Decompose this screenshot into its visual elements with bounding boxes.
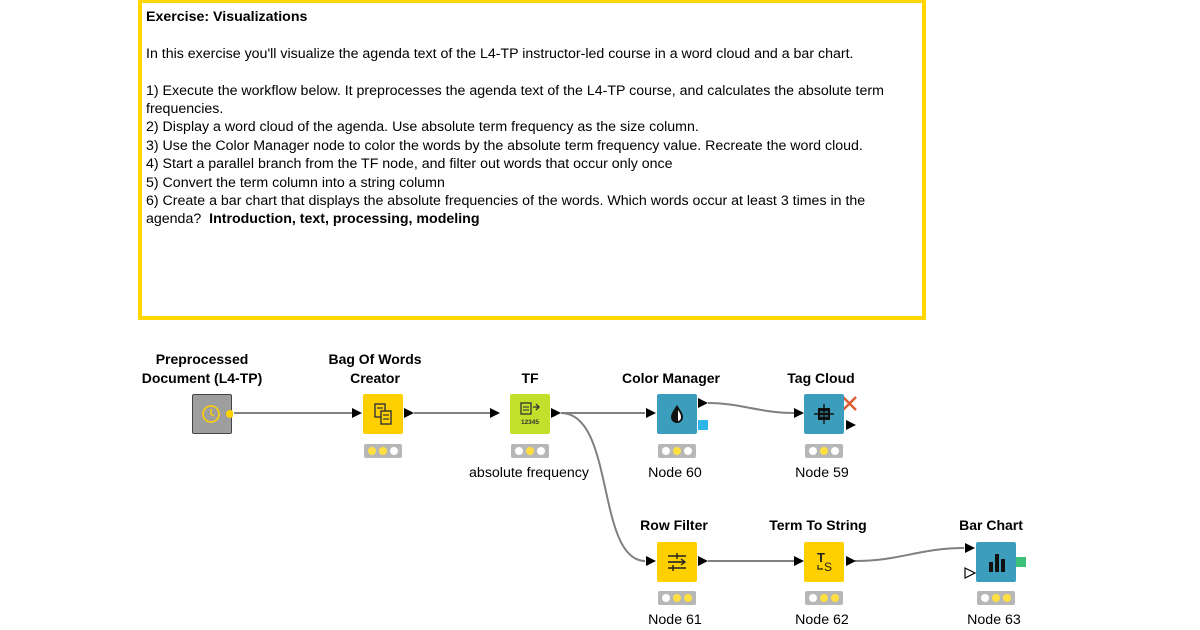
svg-text:S: S	[824, 560, 832, 574]
node-label-bar-chart[interactable]: Node 63	[967, 612, 1021, 628]
outport-colormanager	[698, 398, 708, 408]
node-status-bow	[364, 444, 402, 458]
outport-barchart-image	[1016, 557, 1026, 567]
node-label-tf[interactable]: absolute frequency	[469, 465, 589, 481]
annotation-answer: Introduction, text, processing, modeling	[209, 211, 480, 228]
inport-bow	[352, 408, 362, 418]
annotation-intro: In this exercise you'll visualize the ag…	[146, 45, 854, 62]
tag-cloud-icon	[814, 404, 834, 424]
workflow-annotation[interactable]: Exercise: Visualizations In this exercis…	[138, 0, 926, 320]
node-title-term-to-string[interactable]: Term To String	[769, 517, 867, 533]
annotation-step-2: 2) Display a word cloud of the agenda. U…	[146, 119, 699, 136]
node-color-manager[interactable]	[657, 394, 697, 434]
connection-termtostring-barchart	[854, 547, 965, 562]
node-status-tag-cloud	[805, 444, 843, 458]
node-tag-cloud[interactable]	[804, 394, 844, 434]
node-label-color-manager[interactable]: Node 60	[648, 465, 702, 481]
inport-barchart-data	[965, 543, 975, 553]
outport-rowfilter	[698, 556, 708, 566]
node-status-term-to-string	[805, 591, 843, 605]
connection-colormanager-tagcloud	[707, 402, 795, 414]
node-tf[interactable]: 12345	[510, 394, 550, 434]
annotation-step-3: 3) Use the Color Manager node to color t…	[146, 137, 863, 154]
inport-termtostring	[794, 556, 804, 566]
tagcloud-warning-icon	[842, 396, 857, 411]
bag-of-words-icon	[374, 403, 392, 425]
annotation-step-1: 1) Execute the workflow below. It prepro…	[146, 82, 888, 118]
node-title-line: Document (L4-TP)	[141, 370, 263, 386]
node-preprocessed-document[interactable]	[192, 394, 233, 434]
node-title-bow[interactable]: Bag Of Words Creator	[285, 350, 465, 388]
outport-tf	[551, 408, 561, 418]
inport-tf	[490, 408, 500, 418]
outport-tagcloud	[846, 420, 856, 430]
node-label-tag-cloud[interactable]: Node 59	[795, 465, 849, 481]
row-filter-icon	[668, 553, 687, 571]
inport-colormanager	[646, 408, 656, 418]
node-bag-of-words-creator[interactable]	[363, 394, 403, 434]
node-title-line: Creator	[350, 370, 400, 386]
node-status-tf	[511, 444, 549, 458]
outport-termtostring	[846, 556, 856, 566]
annotation-step-6: 6) Create a bar chart that displays the …	[146, 193, 870, 228]
color-drop-icon	[671, 405, 683, 423]
node-status-color-manager	[658, 444, 696, 458]
inport-tagcloud	[794, 408, 804, 418]
node-bar-chart[interactable]	[976, 542, 1016, 582]
connection-tf-rowfilter	[560, 412, 646, 562]
node-title-row-filter[interactable]: Row Filter	[640, 517, 708, 533]
annotation-step-5: 5) Convert the term column into a string…	[146, 174, 445, 191]
node-status-row-filter	[658, 591, 696, 605]
outport-bow	[404, 408, 414, 418]
annotation-step-4: 4) Start a parallel branch from the TF n…	[146, 156, 673, 173]
node-row-filter[interactable]	[657, 542, 697, 582]
node-term-to-string[interactable]: T S	[804, 542, 844, 582]
outport-colormanager-model	[698, 420, 708, 430]
annotation-text: Exercise: Visualizations In this exercis…	[146, 8, 916, 229]
svg-text:12345: 12345	[521, 419, 539, 426]
node-title-preprocessed[interactable]: Preprocessed Document (L4-TP)	[112, 350, 292, 388]
node-label-term-to-string[interactable]: Node 62	[795, 612, 849, 628]
node-title-line: Bag Of Words	[328, 351, 422, 367]
node-title-tf[interactable]: TF	[521, 370, 539, 386]
term-to-string-icon: T S	[817, 550, 832, 574]
svg-text:T: T	[817, 550, 825, 565]
node-title-color-manager[interactable]: Color Manager	[621, 370, 720, 386]
node-title-bar-chart[interactable]: Bar Chart	[959, 517, 1023, 533]
node-title-line: Preprocessed	[155, 351, 249, 367]
bar-chart-icon	[989, 554, 1005, 572]
inport-rowfilter	[646, 556, 656, 566]
term-frequency-icon: 12345	[520, 402, 540, 426]
node-title-tag-cloud[interactable]: Tag Cloud	[787, 370, 855, 386]
annotation-title: Exercise: Visualizations	[146, 9, 308, 25]
inport-barchart-optional	[964, 567, 977, 579]
node-status-bar-chart	[977, 591, 1015, 605]
clock-icon	[202, 405, 233, 423]
node-label-row-filter[interactable]: Node 61	[648, 612, 702, 628]
